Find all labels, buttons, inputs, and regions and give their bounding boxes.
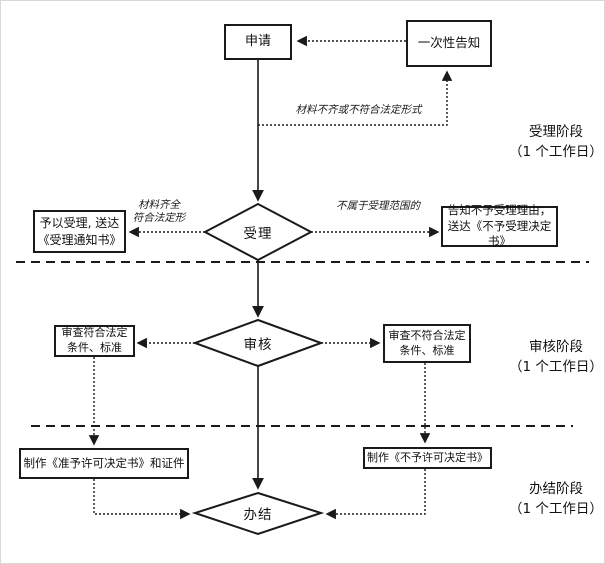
finish-diamond-shape <box>191 491 325 536</box>
label-materials-incomplete: 材料不齐或不符合法定形式 <box>295 104 422 116</box>
node-review-fail: 审查不符合法定条件、标准 <box>383 324 471 363</box>
finish-diamond-label: 办结 <box>243 507 273 523</box>
review-diamond-label: 审核 <box>243 337 273 353</box>
node-accept-yes: 予以受理, 送达《受理通知书》 <box>33 210 126 253</box>
node-make-approve: 制作《准予许可决定书》和证件 <box>19 448 189 479</box>
node-accept-no: 告知不予受理理由，送达《不予受理决定书》 <box>441 203 558 248</box>
label-finish-stage: 办结阶段 （1 个工作日） <box>509 481 603 517</box>
label-materials-complete: 材料齐全 符合法定形 <box>132 199 186 225</box>
label-out-of-scope: 不属于受理范围的 <box>336 200 420 212</box>
node-apply: 申请 <box>224 24 292 60</box>
edge-reject-to-finish <box>325 469 426 520</box>
edge-approve-to-finish <box>93 479 191 520</box>
edge-incomplete-to-notice <box>258 70 453 126</box>
node-make-reject: 制作《不予许可决定书》 <box>363 447 492 469</box>
node-review-pass: 审查符合法定条件、标准 <box>54 325 135 357</box>
accept-diamond-label: 受理 <box>243 226 273 242</box>
label-accept-stage: 受理阶段 （1 个工作日） <box>509 124 603 160</box>
node-one-time-notice: 一次性告知 <box>406 20 492 67</box>
label-review-stage: 审核阶段 （1 个工作日） <box>509 339 603 375</box>
